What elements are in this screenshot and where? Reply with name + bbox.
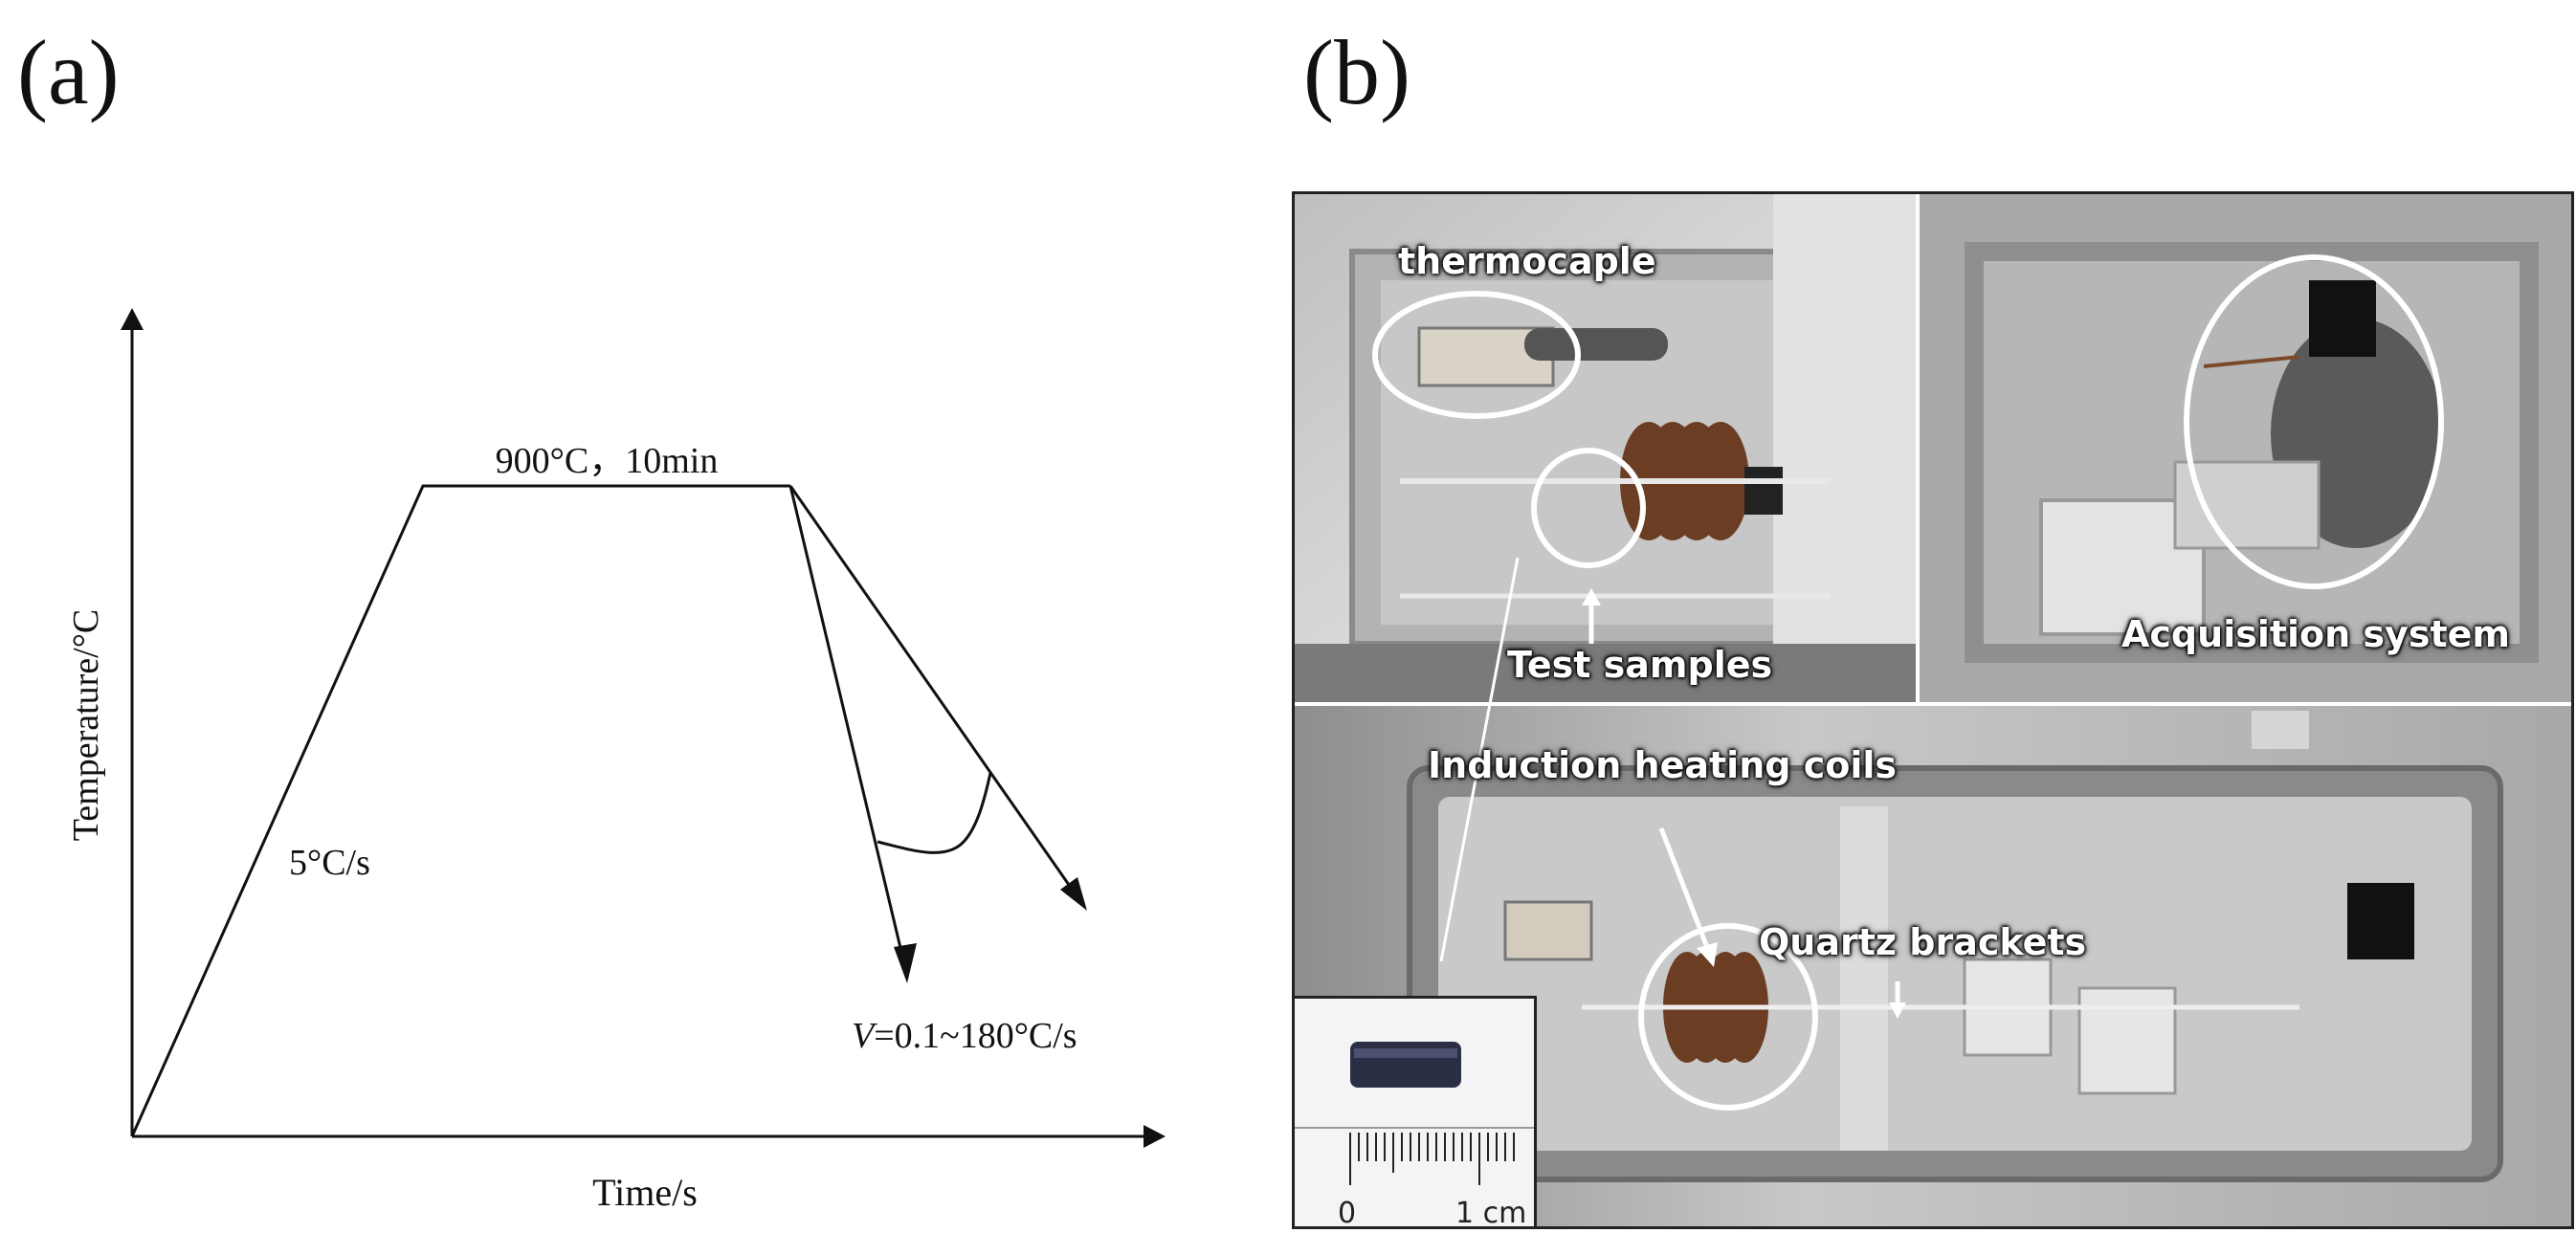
quartz-brackets-label: Quartz brackets xyxy=(1759,921,2087,963)
scale-zero-label: 0 xyxy=(1338,1197,1357,1229)
cooling-rate-value: =0.1~180°C/s xyxy=(874,1016,1077,1056)
cooling-curve-fast xyxy=(788,485,907,969)
heat-treatment-diagram: Temperature/°C Time/s 900°C，10min 5°C/s … xyxy=(66,308,1166,1214)
apparatus-photo: thermocaple Test samples Acquisition sys… xyxy=(1292,191,2574,1229)
cooling-curve-slow xyxy=(788,485,1077,895)
sample-scale-inset: 0 1 cm xyxy=(1295,996,1537,1229)
cooling-rate-label: V=0.1~180°C/s xyxy=(852,1016,1077,1056)
heating-rate-label: 5°C/s xyxy=(289,843,370,883)
induction-coils-circle xyxy=(1638,923,1818,1111)
scale-one-cm-label: 1 cm xyxy=(1455,1197,1527,1229)
cooling-curve-fast-arrowhead xyxy=(894,943,917,983)
apparatus-photo-illustration xyxy=(1295,194,2571,1226)
induction-heating-coils-label: Induction heating coils xyxy=(1428,744,1897,786)
photo-top-left xyxy=(1295,194,1917,704)
panel-label-a: (a) xyxy=(17,21,120,123)
thermocouple-circle xyxy=(1372,291,1581,419)
hold-label: 900°C，10min xyxy=(496,441,719,481)
x-axis-label: Time/s xyxy=(592,1171,698,1214)
test-samples-circle xyxy=(1531,448,1646,568)
x-axis-arrowhead xyxy=(1144,1125,1166,1148)
sample-scale-illustration xyxy=(1295,1042,1534,1185)
panel-label-b: (b) xyxy=(1303,21,1410,123)
test-samples-label: Test samples xyxy=(1507,644,1773,686)
acquisition-system-label: Acquisition system xyxy=(2121,613,2510,655)
heating-and-hold-curve xyxy=(130,484,790,1137)
photo-top-right xyxy=(1920,194,2571,704)
thermocouple-label: thermocaple xyxy=(1398,240,1656,282)
cooling-curve-slow-arrowhead xyxy=(1060,877,1087,911)
y-axis-label: Temperature/°C xyxy=(66,609,106,842)
scale-ruler xyxy=(1349,1133,1515,1185)
cooling-range-arc xyxy=(877,772,992,854)
acquisition-system-circle xyxy=(2184,254,2444,589)
y-axis-arrowhead xyxy=(121,308,144,330)
cooling-rate-symbol: V xyxy=(852,1016,877,1056)
